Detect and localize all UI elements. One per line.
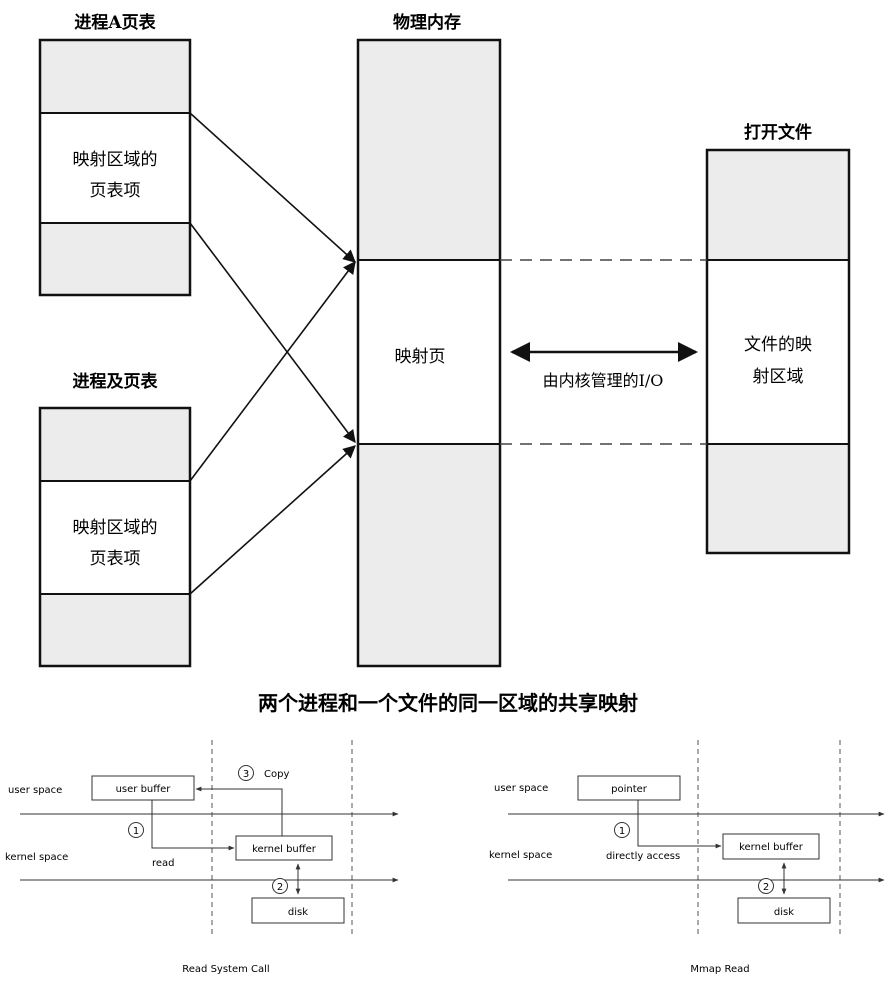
process-a-title: 进程A页表 bbox=[74, 12, 156, 33]
open-file-shaded-bottom bbox=[707, 444, 849, 553]
process-b-frame bbox=[38, 406, 192, 668]
read-kernel-space-label: kernel space bbox=[5, 852, 68, 863]
mmap-pointer-box bbox=[577, 775, 681, 801]
mmap-directly-access-label: directly access bbox=[606, 851, 680, 862]
read-copy-label: Copy bbox=[264, 769, 289, 780]
read-user-space-label: user space bbox=[8, 785, 62, 796]
mmap-kernel-buffer-label: kernel buffer bbox=[739, 842, 804, 853]
process-a-entries-line1: 映射区域的 bbox=[73, 150, 158, 170]
read-user-buffer-box bbox=[91, 775, 195, 801]
read-kernel-buffer-box bbox=[235, 835, 333, 861]
arrow-a-bottom bbox=[189, 222, 356, 444]
mmap-step1-arrow bbox=[637, 800, 722, 849]
read-step3-circle bbox=[238, 765, 254, 781]
arrow-b-top bbox=[189, 260, 356, 482]
process-b-entries-line2: 页表项 bbox=[90, 549, 141, 569]
open-file-shaded-top bbox=[707, 150, 849, 260]
arrow-a-top bbox=[189, 112, 356, 263]
file-region-line1: 文件的映 bbox=[744, 335, 812, 355]
read-step3-copy-arrow bbox=[195, 786, 283, 836]
mapped-page-label: 映射页 bbox=[395, 347, 446, 367]
mmap-kernel-buffer-box bbox=[722, 833, 820, 860]
read-step1-circle bbox=[128, 822, 144, 838]
physical-memory-shaded-top bbox=[358, 40, 500, 260]
mmap-user-space-label: user space bbox=[494, 783, 548, 794]
file-region-line2: 射区域 bbox=[753, 367, 804, 387]
open-file-title: 打开文件 bbox=[744, 122, 812, 143]
mmap-disk-label: disk bbox=[774, 907, 794, 918]
read-disk-box bbox=[251, 897, 345, 924]
mmap-read-diagram: user space kernel space pointer kernel b… bbox=[489, 740, 885, 935]
open-file: 文件的映 射区域 bbox=[705, 148, 851, 555]
process-b-page-table: 映射区域的 页表项 bbox=[38, 406, 192, 668]
mmap-step2-circle bbox=[758, 878, 774, 894]
read-kernel-buffer-label: kernel buffer bbox=[252, 844, 317, 855]
physical-memory-frame bbox=[356, 38, 502, 668]
mmap-step1-number: 1 bbox=[619, 826, 625, 837]
arrow-b-bottom bbox=[189, 445, 356, 595]
top-caption: 两个进程和一个文件的同一区域的共享映射 bbox=[258, 691, 638, 715]
process-a-frame bbox=[38, 38, 192, 297]
process-b-shaded-bottom bbox=[40, 594, 190, 666]
process-a-shaded-bottom bbox=[40, 223, 190, 295]
read-step1-number: 1 bbox=[133, 826, 139, 837]
read-user-buffer-label: user buffer bbox=[116, 784, 172, 795]
open-file-frame bbox=[705, 148, 851, 555]
physical-memory-shaded-bottom bbox=[358, 444, 500, 666]
process-a-page-table: 映射区域的 页表项 bbox=[38, 38, 192, 297]
mmap-step1-circle bbox=[614, 822, 630, 838]
read-step2-number: 2 bbox=[277, 882, 283, 893]
physical-memory: 映射页 bbox=[356, 38, 502, 668]
read-step3-number: 3 bbox=[243, 769, 249, 780]
read-step1-arrow bbox=[151, 800, 235, 851]
mmap-step2-number: 2 bbox=[763, 882, 769, 893]
read-caption: Read System Call bbox=[182, 964, 269, 975]
process-a-entries-line2: 页表项 bbox=[90, 181, 141, 201]
mmap-kernel-space-label: kernel space bbox=[489, 850, 552, 861]
process-a-shaded-top bbox=[40, 40, 190, 113]
process-b-title: 进程及页表 bbox=[73, 371, 159, 392]
read-read-label: read bbox=[152, 858, 175, 869]
io-label: 由内核管理的I/O bbox=[543, 371, 664, 390]
mmap-disk-box bbox=[737, 897, 831, 924]
process-b-entries-line1: 映射区域的 bbox=[73, 518, 158, 538]
process-b-shaded-top bbox=[40, 408, 190, 481]
read-disk-label: disk bbox=[288, 907, 308, 918]
mmap-pointer-label: pointer bbox=[611, 784, 648, 795]
physical-memory-title: 物理内存 bbox=[393, 12, 461, 33]
read-step2-circle bbox=[272, 878, 288, 894]
read-system-call-diagram: user space kernel space user buffer kern… bbox=[5, 740, 399, 935]
mmap-caption: Mmap Read bbox=[690, 964, 749, 975]
